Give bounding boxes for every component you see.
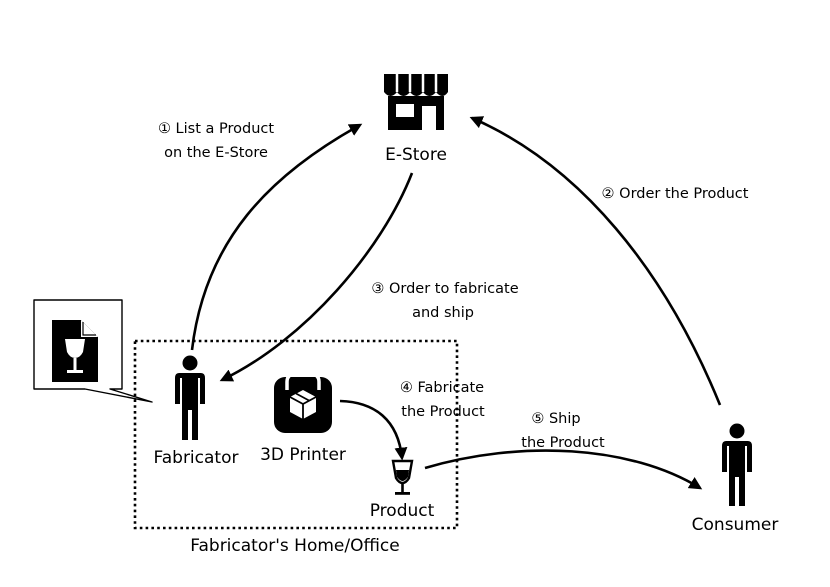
design-file-callout: [33, 299, 153, 403]
arrow-ship: [424, 449, 703, 490]
step-2-label: ② Order the Product: [602, 186, 749, 202]
product-label: Product: [370, 501, 435, 521]
step-3-label: ③ Order to fabricate and ship: [371, 281, 518, 321]
step-2-line-1: ② Order the Product: [602, 186, 749, 202]
step-4-line-2: the Product: [401, 404, 485, 420]
step-5-line-2: the Product: [521, 435, 605, 451]
arrow-order-fabricate: [219, 172, 414, 382]
consumer-label: Consumer: [692, 515, 779, 535]
fabricator-person-icon: [175, 355, 205, 440]
arrow-order-product: [469, 116, 722, 406]
step-1-label: ① List a Product on the E-Store: [158, 121, 274, 161]
storefront-icon: [384, 74, 448, 130]
consumer-person-icon: [722, 423, 752, 506]
arrow-fabricate: [339, 399, 408, 461]
step-5-line-1: ⑤ Ship: [531, 411, 580, 427]
step-3-line-2: and ship: [412, 305, 474, 321]
estore-label: E-Store: [385, 145, 447, 165]
step-1-line-1: ① List a Product: [158, 121, 274, 137]
product-wine-glass-icon: [391, 459, 414, 495]
step-1-line-2: on the E-Store: [164, 145, 268, 161]
3d-printer-icon: [274, 372, 332, 433]
step-3-line-1: ③ Order to fabricate: [371, 281, 518, 297]
step-4-line-1: ④ Fabricate: [400, 380, 484, 396]
region-label: Fabricator's Home/Office: [190, 536, 399, 556]
arrow-list-product: [190, 123, 363, 351]
step-4-label: ④ Fabricate the Product: [400, 380, 485, 420]
fabricator-label: Fabricator: [154, 448, 239, 468]
document-wine-glass-icon: [52, 320, 98, 382]
step-5-label: ⑤ Ship the Product: [521, 411, 605, 451]
printer-label: 3D Printer: [260, 445, 346, 465]
fabricator-home-region: [133, 339, 459, 530]
